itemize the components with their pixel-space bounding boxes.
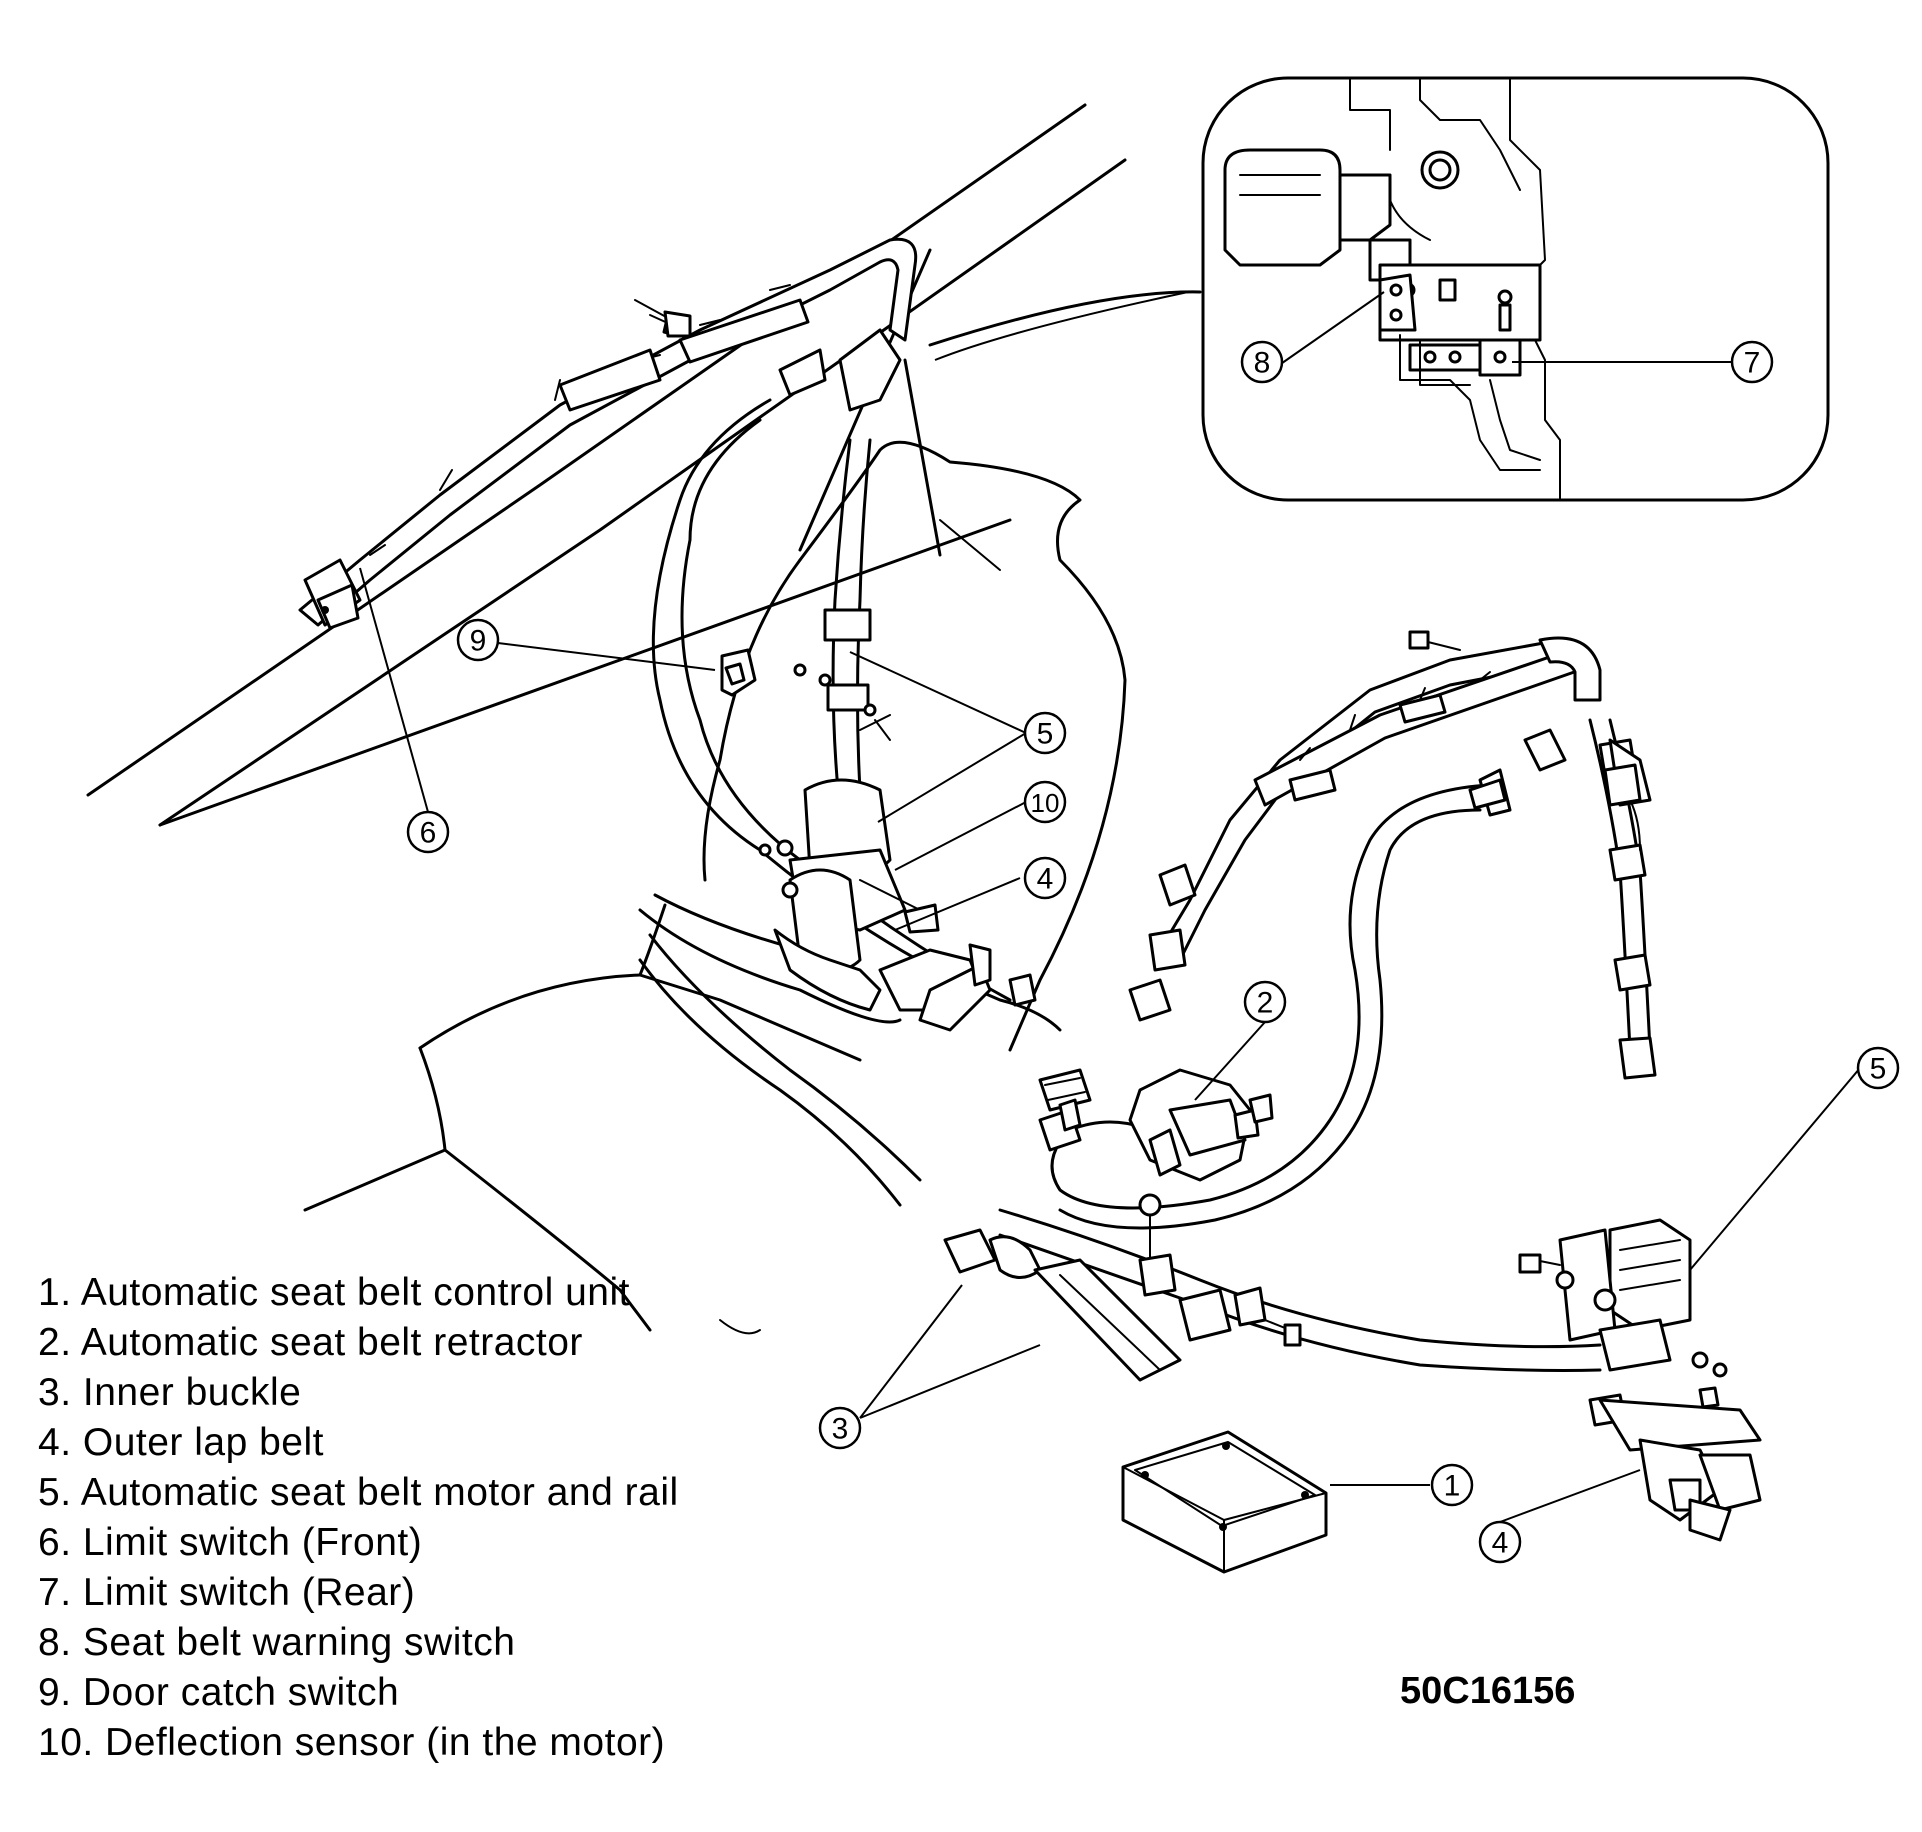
callout-4-rear: 4 xyxy=(1478,1520,1522,1564)
legend-item: 4. Outer lap belt xyxy=(38,1421,324,1464)
callout-4-front: 4 xyxy=(1023,856,1067,900)
control-unit-box xyxy=(1121,1430,1328,1574)
callout-1: 1 xyxy=(1430,1463,1474,1507)
legend-item: 8. Seat belt warning switch xyxy=(38,1621,516,1664)
svg-text:8: 8 xyxy=(1254,347,1271,380)
svg-text:5: 5 xyxy=(1870,1053,1887,1086)
legend-item: 9. Door catch switch xyxy=(38,1671,400,1714)
outer-lap-belt-anchor xyxy=(1598,1398,1762,1542)
callout-3: 3 xyxy=(818,1406,862,1450)
figure-code: 50C16156 xyxy=(1400,1670,1576,1712)
legend-item: 2. Automatic seat belt retractor xyxy=(38,1321,583,1364)
svg-text:1: 1 xyxy=(1444,1470,1461,1503)
rear-seat-belt-rail xyxy=(1128,630,1657,1080)
svg-text:10: 10 xyxy=(1031,788,1060,818)
callout-leaders xyxy=(359,291,1861,1523)
svg-text:9: 9 xyxy=(470,625,487,658)
limit-switch-inset xyxy=(1201,76,1830,502)
rear-belt-webbing xyxy=(638,768,1602,1372)
seat-cushion xyxy=(303,973,761,1335)
svg-text:4: 4 xyxy=(1492,1527,1509,1560)
callout-5-rear: 5 xyxy=(1856,1046,1900,1090)
callout-6: 6 xyxy=(406,810,450,854)
svg-text:6: 6 xyxy=(420,817,437,850)
rear-motor-assembly xyxy=(1518,1218,1728,1427)
svg-text:3: 3 xyxy=(832,1413,849,1446)
inner-buckle xyxy=(943,1228,1302,1382)
legend-item: 3. Inner buckle xyxy=(38,1371,302,1414)
seat-belt-retractor xyxy=(1038,1068,1274,1261)
callout-8: 8 xyxy=(1240,340,1284,384)
front-motor-assembly xyxy=(758,328,940,1012)
svg-text:2: 2 xyxy=(1257,987,1274,1020)
callout-2: 2 xyxy=(1243,980,1287,1024)
legend-item: 10. Deflection sensor (in the motor) xyxy=(38,1721,666,1764)
callout-10: 10 xyxy=(1023,780,1067,824)
callout-7: 7 xyxy=(1730,340,1774,384)
legend-item: 1. Automatic seat belt control unit xyxy=(38,1271,630,1314)
legend-item: 6. Limit switch (Front) xyxy=(38,1521,423,1564)
svg-text:7: 7 xyxy=(1744,347,1761,380)
svg-text:4: 4 xyxy=(1037,863,1054,896)
front-seat-belt-rail xyxy=(298,237,918,630)
callout-5-front: 5 xyxy=(1023,711,1067,755)
legend-item: 5. Automatic seat belt motor and rail xyxy=(38,1471,679,1514)
legend-item: 7. Limit switch (Rear) xyxy=(38,1571,416,1614)
callout-9: 9 xyxy=(456,618,500,662)
front-lap-belt xyxy=(878,943,1092,1112)
parts-legend: 1. Automatic seat belt control unit 2. A… xyxy=(38,1268,679,1768)
door-catch-switch xyxy=(720,648,891,741)
svg-text:5: 5 xyxy=(1037,718,1054,751)
